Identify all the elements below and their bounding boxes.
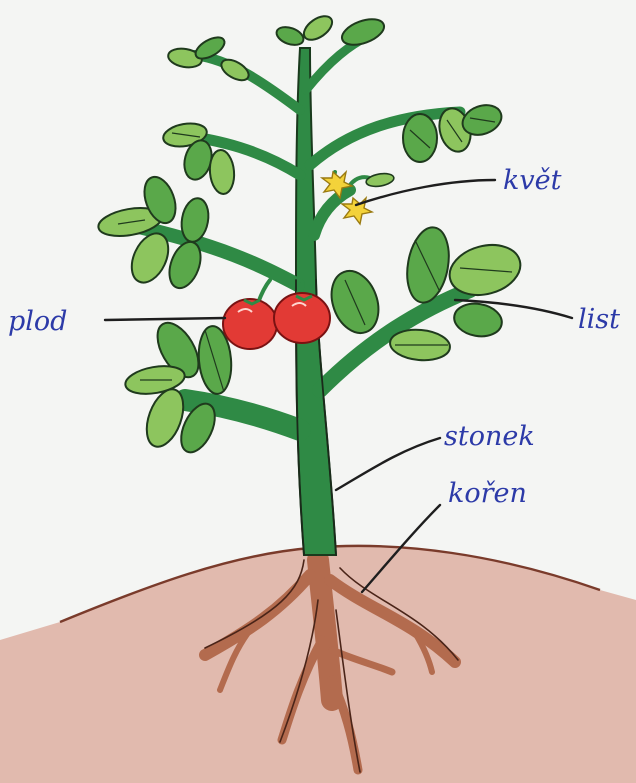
leader-stem xyxy=(336,438,440,490)
tomato-1 xyxy=(223,299,277,349)
label-fruit: plod xyxy=(8,306,67,337)
label-stem: stonek xyxy=(444,421,535,452)
label-flower: květ xyxy=(503,165,562,196)
leader-fruit xyxy=(105,318,225,320)
label-root: kořen xyxy=(448,478,527,509)
label-leaf: list xyxy=(578,304,620,335)
